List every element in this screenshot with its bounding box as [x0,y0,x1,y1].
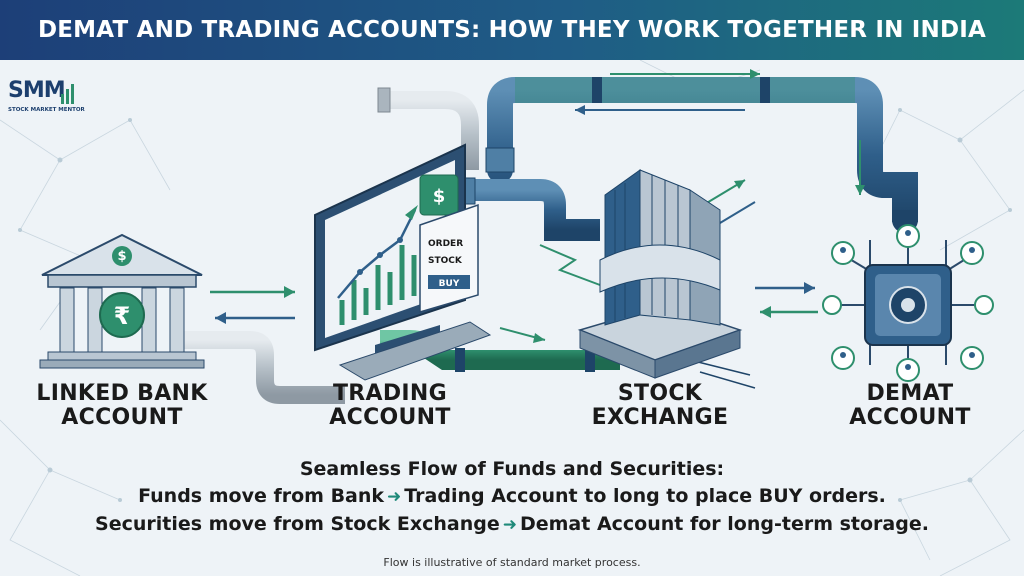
label-demat: DEMAT ACCOUNT [849,381,971,430]
trading-monitor [314,143,492,381]
dollar-icon: $ [433,186,446,207]
logo-subtitle: STOCK MARKET MENTOR [8,107,85,113]
order-label: ORDER [428,239,463,249]
stock-exchange-building [577,169,743,379]
logo: SMM STOCK MARKET MENTOR [8,78,85,114]
bank-building-icon [39,233,205,369]
page-title: DEMAT AND TRADING ACCOUNTS: HOW THEY WOR… [37,17,987,43]
flow-arrows [210,69,865,389]
stock-label: STOCK [428,256,463,266]
logo-chart-icon [61,84,74,104]
caption-line-securities: Securities move from Stock Exchange➜Dema… [0,511,1024,539]
vault-safe-icon [835,238,980,365]
label-trading: TRADING ACCOUNT [329,381,451,430]
dollar-icon: $ [117,249,126,264]
buy-label: BUY [439,279,460,289]
caption-line-funds: Funds move from Bank➜Trading Account to … [0,483,1024,511]
label-exchange: STOCK EXCHANGE [591,381,729,430]
top-pipe [485,77,918,233]
caption: Seamless Flow of Funds and Securities: F… [0,456,1024,539]
flow-illustration: $ ₹ $ ORDER STOCK BUY [39,69,994,404]
caption-title: Seamless Flow of Funds and Securities: [299,458,725,480]
title-banner: DEMAT AND TRADING ACCOUNTS: HOW THEY WOR… [0,0,1024,60]
logo-text: SMM [8,78,66,103]
arrow-right-icon: ➜ [502,515,517,535]
label-bank: LINKED BANK ACCOUNT [36,381,208,430]
rupee-icon: ₹ [114,302,131,330]
footnote: Flow is illustrative of standard market … [383,556,641,569]
arrow-right-icon: ➜ [387,487,402,507]
